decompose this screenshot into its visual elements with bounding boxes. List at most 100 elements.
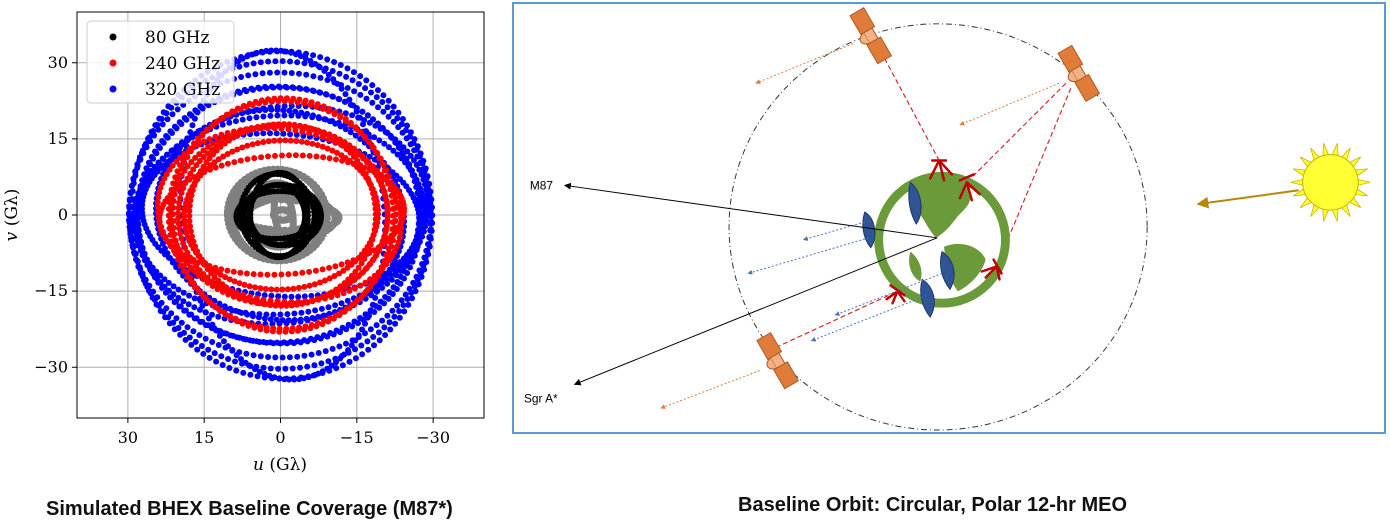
data-point [407,264,413,271]
data-point [240,291,247,298]
data-point [184,163,191,170]
data-point [239,222,246,229]
data-point [383,270,390,277]
data-point [209,339,216,345]
data-point [212,164,219,171]
data-point [295,293,302,300]
data-point [298,374,304,381]
data-point [418,190,425,197]
data-point [165,103,172,110]
data-point [379,265,386,272]
data-point [379,99,386,105]
data-point [190,257,197,263]
data-point [311,337,318,344]
data-point [243,350,250,357]
data-point [246,283,253,290]
data-point [368,281,375,288]
legend-marker-240ghz [109,59,117,67]
data-point [347,144,354,151]
data-point [351,276,358,283]
sun-ray [1356,178,1371,187]
data-point [334,149,340,156]
data-point [275,83,282,90]
data-point [142,280,149,287]
data-point [201,261,208,268]
data-point [225,291,232,298]
data-point [250,337,256,344]
ground-dishes [862,181,955,318]
data-point [198,103,204,110]
data-point [388,276,395,283]
data-point [366,119,373,126]
data-point [240,102,247,109]
data-point [358,260,365,267]
data-point [347,280,353,287]
data-point [378,242,385,249]
data-point [156,115,163,122]
data-point [210,151,217,158]
data-point [379,317,386,324]
data-point [376,137,383,144]
data-point [322,65,329,72]
data-point [193,177,200,184]
data-point [381,191,388,198]
data-point [192,243,199,250]
data-point [341,98,348,105]
data-point [398,297,405,304]
data-point [141,257,148,264]
data-point [356,151,363,158]
data-point [309,126,316,133]
data-point [347,101,354,108]
data-point [369,82,376,89]
data-point [320,154,327,161]
data-point [173,264,180,271]
data-point [262,83,268,90]
data-point [299,128,306,135]
data-point [281,48,288,55]
data-point [206,155,213,162]
data-point [272,152,278,159]
data-point [303,125,310,132]
data-point [143,165,150,172]
data-point [396,314,403,321]
data-point [254,123,261,130]
data-point [317,279,323,286]
legend-marker-80ghz [109,33,117,41]
data-point [230,134,237,141]
data-point [370,190,377,197]
data-point [424,207,431,214]
data-point [156,189,163,196]
data-point [349,337,356,344]
data-point [292,152,299,159]
data-point [379,284,386,291]
data-point [351,285,358,292]
data-point [311,362,318,369]
sgra-direction-arrow [573,237,938,386]
data-point [263,339,270,346]
data-point [301,60,308,67]
data-point [396,205,403,211]
data-point [281,69,288,76]
data-point [149,170,156,177]
antenna-icon [958,173,981,202]
data-point [342,141,349,147]
data-point [188,264,195,271]
data-point [415,281,422,288]
data-point [394,253,400,259]
data-point [380,186,387,193]
satellite-icon [756,332,800,390]
data-point [385,113,392,120]
data-point [370,256,377,263]
data-point [153,301,160,308]
data-point [281,293,288,300]
data-point [392,195,399,202]
data-point [176,176,183,183]
data-point [145,159,152,166]
data-point [164,116,171,123]
data-point [246,293,253,300]
data-point [259,49,266,56]
data-point [163,305,170,312]
data-point [326,367,333,374]
data-point [264,271,271,278]
data-point [173,315,180,322]
